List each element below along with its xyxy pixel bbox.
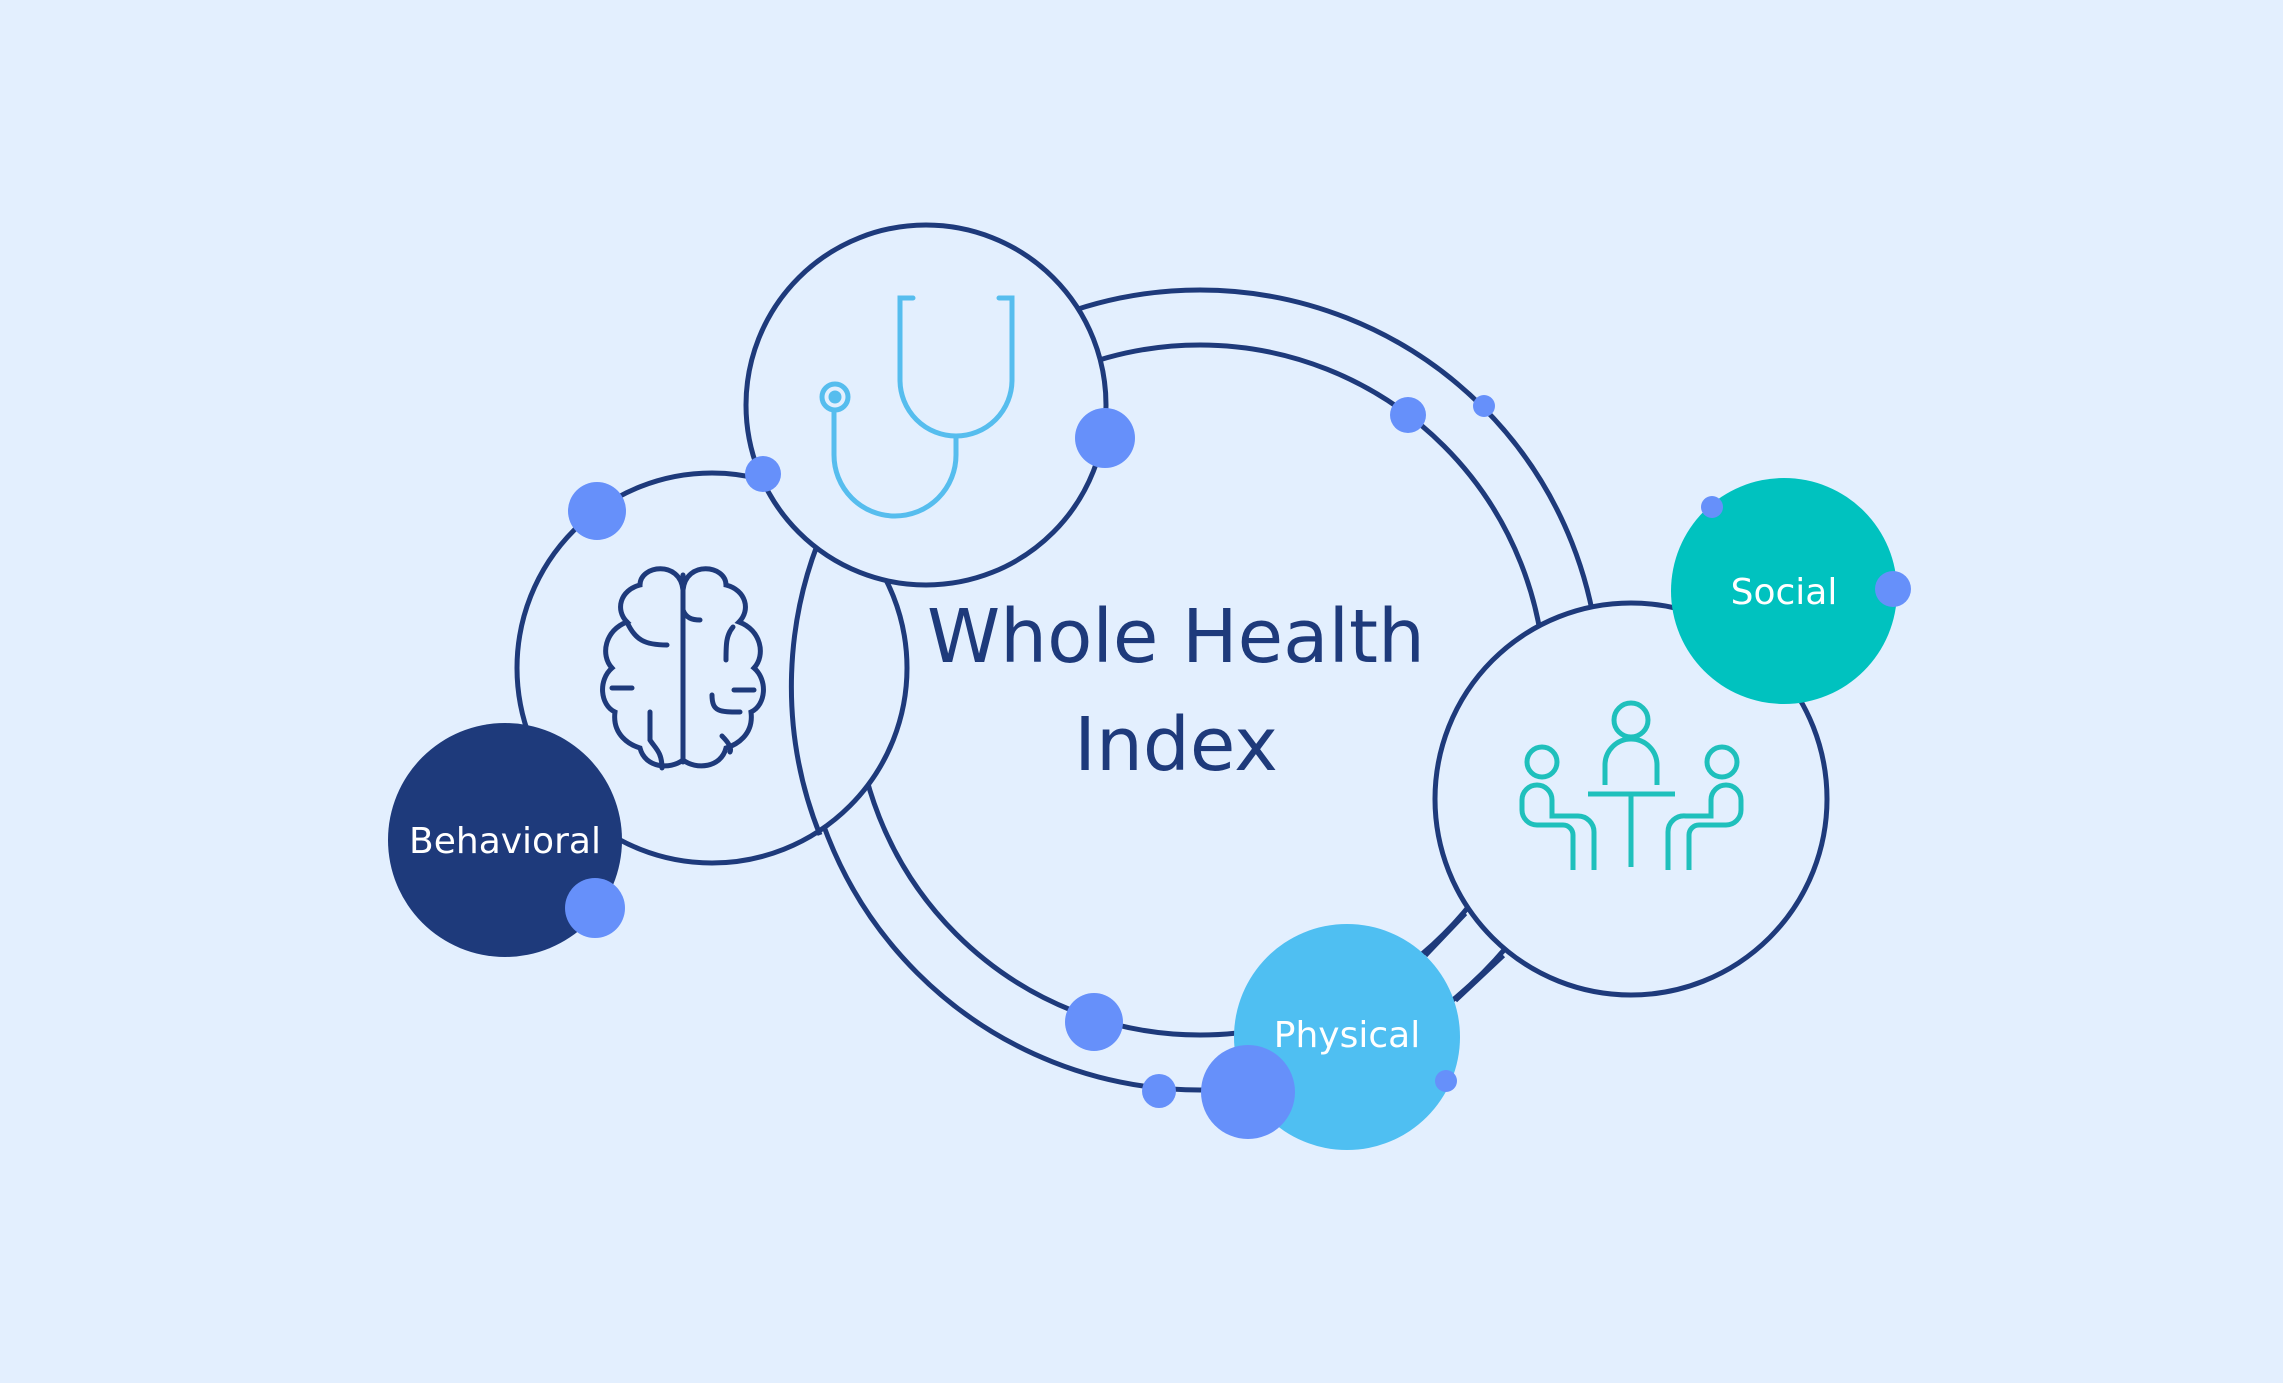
pillar-behavioral[interactable]: Behavioral: [388, 723, 622, 957]
dot: [1390, 397, 1426, 433]
connector-line: [1452, 952, 1506, 1003]
behavioral-label: Behavioral: [409, 821, 601, 862]
dot: [745, 456, 781, 492]
social-label: Social: [1731, 572, 1838, 613]
stethoscope-icon: [819, 295, 1015, 519]
decorative-dots: [565, 395, 1911, 1139]
dot: [1435, 1070, 1457, 1092]
connector-line: [1422, 910, 1468, 958]
outer-ring-segment: [788, 513, 833, 836]
dot: [568, 482, 626, 540]
dot: [1875, 571, 1911, 607]
dot: [1201, 1045, 1295, 1139]
dot: [1473, 395, 1495, 417]
dot: [1065, 993, 1123, 1051]
pillar-social[interactable]: Social: [1671, 478, 1897, 704]
dot: [1075, 408, 1135, 468]
title-line-2: Index: [1074, 702, 1278, 788]
dot: [1142, 1074, 1176, 1108]
behavioral-bubble: [388, 723, 622, 957]
brain-icon: [600, 566, 766, 771]
dot: [565, 878, 625, 938]
social-bubble: [1671, 478, 1897, 704]
title-line-1: Whole Health: [927, 594, 1425, 680]
dot: [1701, 496, 1723, 518]
stethoscope-circle: [743, 222, 1109, 588]
people-meeting-icon: [1519, 700, 1744, 870]
physical-label: Physical: [1274, 1015, 1420, 1056]
